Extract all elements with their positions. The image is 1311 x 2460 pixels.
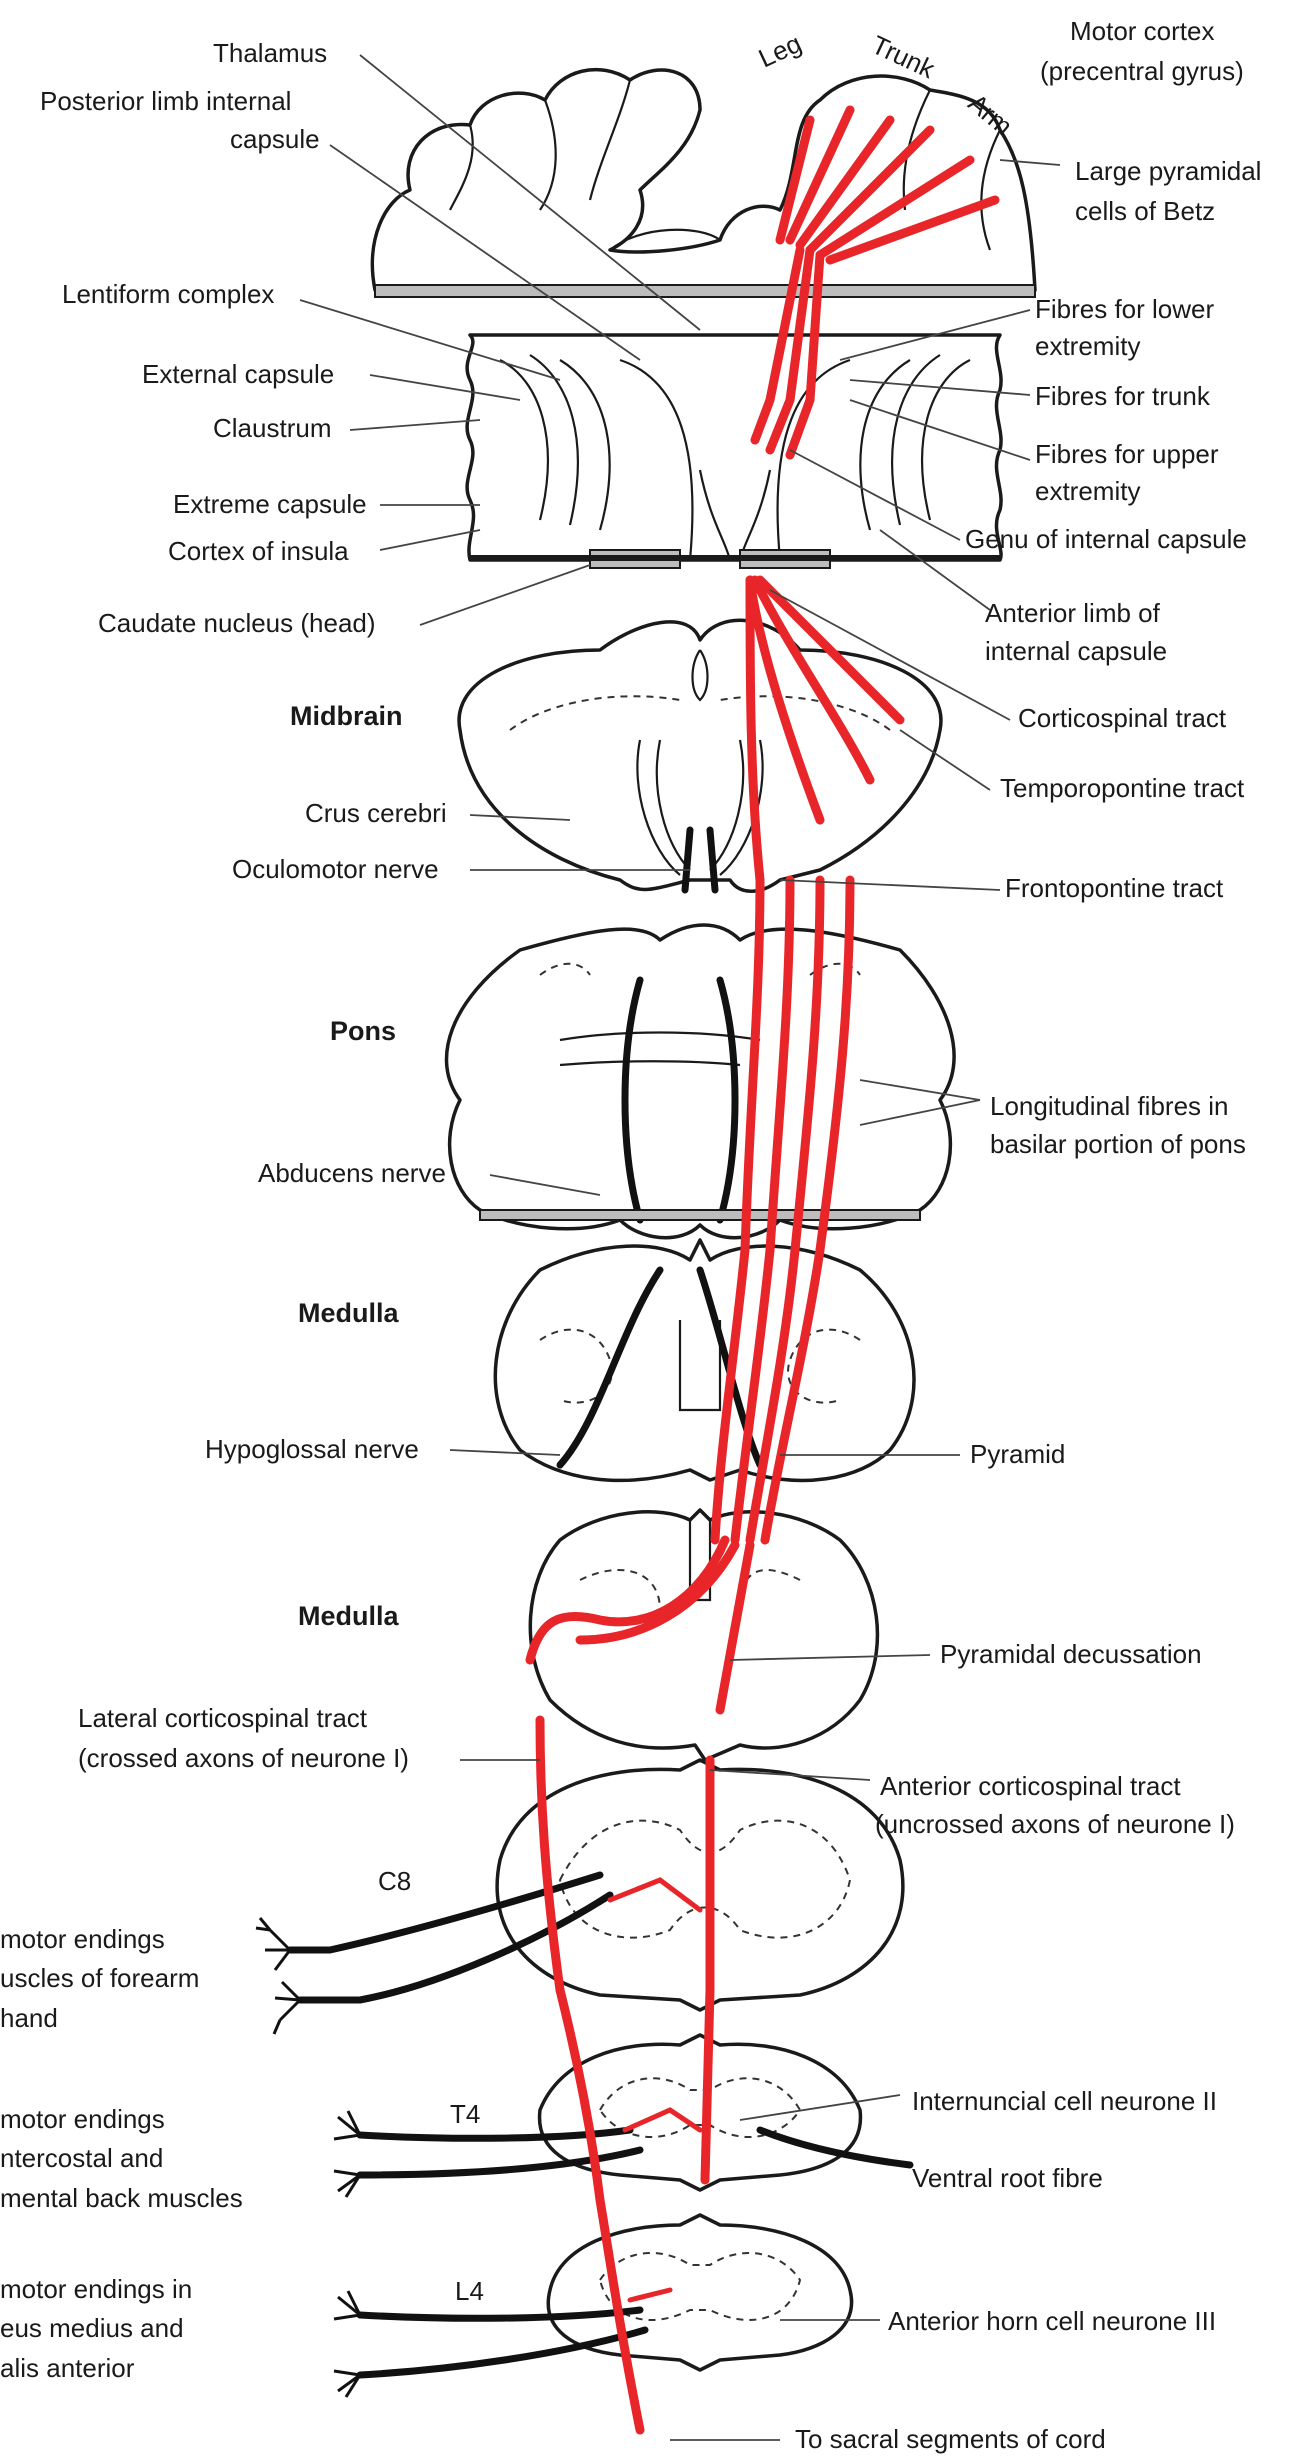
label-motor-cortex-2: (precentral gyrus) — [1040, 56, 1244, 86]
label-c8: C8 — [378, 1866, 411, 1896]
label-posterior-limb-1: Posterior limb internal — [40, 86, 291, 116]
label-posterior-limb-2: capsule — [230, 124, 320, 154]
label-leg: Leg — [754, 28, 806, 74]
label-motor-intercostal-1: motor endings — [0, 2104, 165, 2134]
label-oculomotor: Oculomotor nerve — [232, 854, 439, 884]
label-extreme-capsule: Extreme capsule — [173, 489, 367, 519]
label-fibres-upper-2: extremity — [1035, 476, 1140, 506]
label-pons: Pons — [330, 1016, 396, 1046]
label-betz-2: cells of Betz — [1075, 196, 1215, 226]
label-sacral: To sacral segments of cord — [795, 2424, 1106, 2454]
label-motor-forearm-2: uscles of forearm — [0, 1963, 199, 1993]
label-crus: Crus cerebri — [305, 798, 447, 828]
label-t4: T4 — [450, 2099, 480, 2129]
label-hypoglossal: Hypoglossal nerve — [205, 1434, 419, 1464]
label-fibres-lower-1: Fibres for lower — [1035, 294, 1214, 324]
label-abducens: Abducens nerve — [258, 1158, 446, 1188]
internal-capsule-section — [467, 335, 1001, 568]
label-pyramid: Pyramid — [970, 1439, 1065, 1469]
label-external-capsule: External capsule — [142, 359, 334, 389]
label-motor-cortex-1: Motor cortex — [1070, 16, 1215, 46]
label-midbrain: Midbrain — [290, 701, 403, 731]
label-motor-forearm-3: hand — [0, 2003, 58, 2033]
label-fibres-lower-2: extremity — [1035, 331, 1140, 361]
medulla-upper-section — [495, 1240, 914, 1480]
label-anterior-horn: Anterior horn cell neurone III — [888, 2306, 1216, 2336]
label-frontopontine: Frontopontine tract — [1005, 873, 1224, 903]
label-motor-intercostal-3: mental back muscles — [0, 2183, 243, 2213]
label-caudate: Caudate nucleus (head) — [98, 608, 376, 638]
motor-ending-icons — [256, 1918, 360, 2397]
label-internuncial: Internuncial cell neurone II — [912, 2086, 1217, 2116]
label-longitudinal-1: Longitudinal fibres in — [990, 1091, 1229, 1121]
label-temporopontine: Temporopontine tract — [1000, 773, 1245, 803]
label-motor-forearm-1: motor endings — [0, 1924, 165, 1954]
label-claustrum: Claustrum — [213, 413, 331, 443]
label-anterior-limb-2: internal capsule — [985, 636, 1167, 666]
label-lateral-cst-1: Lateral corticospinal tract — [78, 1703, 368, 1733]
medulla-lower-section — [530, 1510, 877, 1760]
label-l4: L4 — [455, 2276, 484, 2306]
label-fibres-trunk: Fibres for trunk — [1035, 381, 1211, 411]
label-lateral-cst-2: (crossed axons of neurone I) — [78, 1743, 409, 1773]
label-decussation: Pyramidal decussation — [940, 1639, 1202, 1669]
label-ventral-root: Ventral root fibre — [912, 2163, 1103, 2193]
label-motor-gluteus-1: motor endings in — [0, 2274, 192, 2304]
label-longitudinal-2: basilar portion of pons — [990, 1129, 1246, 1159]
label-medulla-upper: Medulla — [298, 1298, 399, 1328]
label-motor-intercostal-2: ntercostal and — [0, 2143, 163, 2173]
label-anterior-cst-2: (uncrossed axons of neurone I) — [875, 1809, 1235, 1839]
label-motor-gluteus-2: eus medius and — [0, 2313, 184, 2343]
label-lentiform: Lentiform complex — [62, 279, 274, 309]
label-anterior-cst-1: Anterior corticospinal tract — [880, 1771, 1181, 1801]
label-genu: Genu of internal capsule — [965, 524, 1247, 554]
label-motor-gluteus-3: alis anterior — [0, 2353, 135, 2383]
midbrain-section — [459, 620, 941, 891]
label-cortex-insula: Cortex of insula — [168, 536, 349, 566]
label-betz-1: Large pyramidal — [1075, 156, 1261, 186]
label-corticospinal: Corticospinal tract — [1018, 703, 1227, 733]
label-anterior-limb-1: Anterior limb of — [985, 598, 1161, 628]
label-thalamus: Thalamus — [213, 38, 327, 68]
pons-section — [447, 925, 955, 1238]
label-medulla-lower: Medulla — [298, 1601, 399, 1631]
label-fibres-upper-1: Fibres for upper — [1035, 439, 1219, 469]
